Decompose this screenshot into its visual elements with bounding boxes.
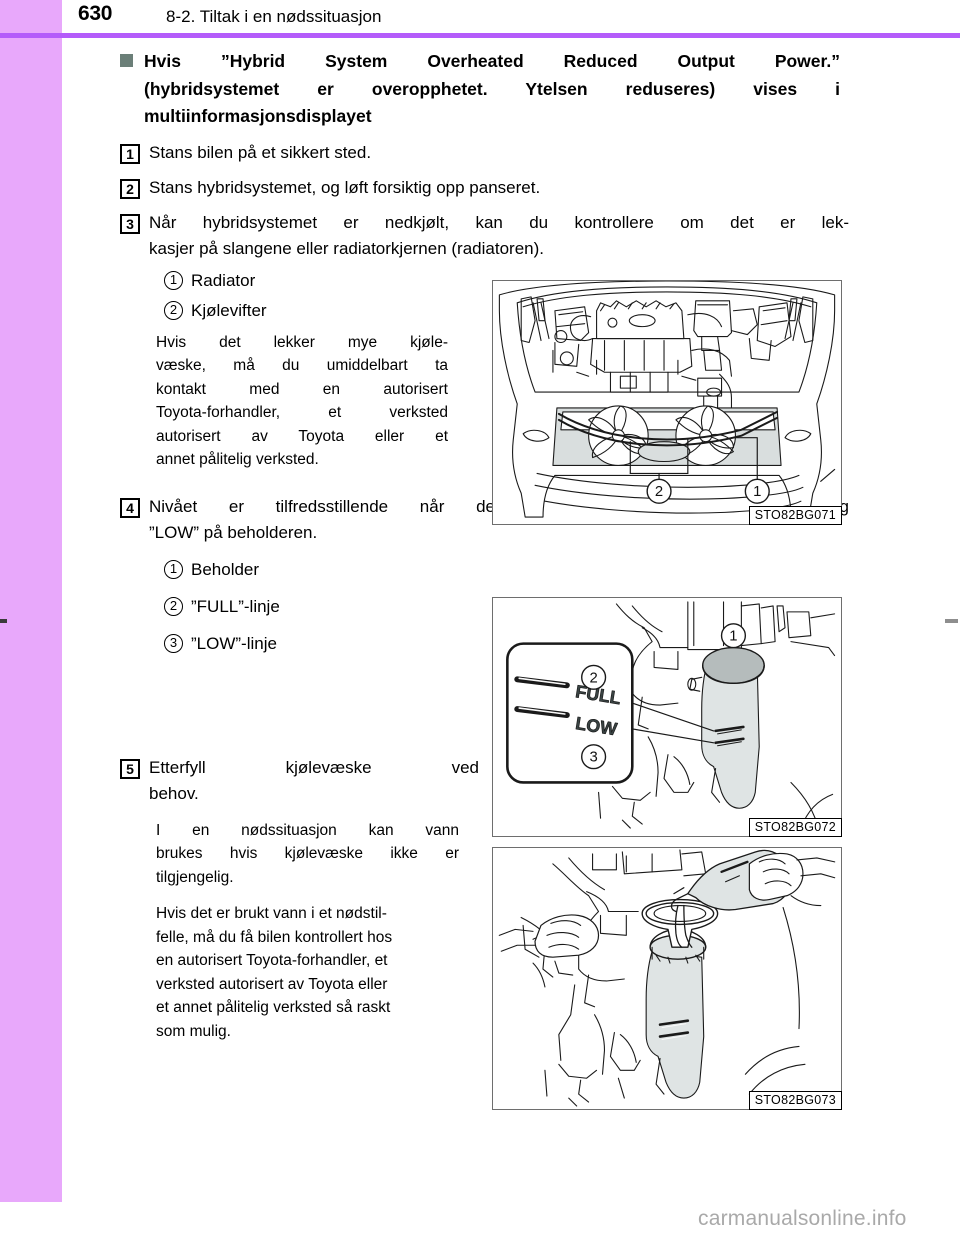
note-line: annet pålitelig verksted. (156, 451, 319, 468)
site-watermark: carmanualsonline.info (698, 1207, 907, 1230)
note-line: autorisert av Toyota eller et (156, 427, 448, 445)
step-number-badge: 2 (120, 178, 140, 199)
figure-code: STO82BG071 (748, 506, 842, 525)
note-line: Hvis det lekker mye kjøle- (156, 333, 448, 351)
step-text: Etterfyll kjølevæske ved behov. (149, 755, 479, 807)
note-line: kontakt med en autorisert (156, 380, 448, 398)
header-divider-rule (0, 33, 960, 38)
step-number-badge: 1 (120, 143, 140, 164)
figure-code: STO82BG072 (748, 818, 842, 837)
square-bullet-icon (120, 54, 133, 67)
callout-label: ”LOW”-linje (191, 633, 277, 653)
step-number-badge: 3 (120, 213, 140, 234)
figure-engine-bay: 2 1 STO82BG071 (492, 280, 842, 525)
figure-marker-2: 2 (655, 484, 663, 500)
page-edge-tab (0, 38, 62, 1202)
step-line: Når hybridsystemet er nedkjølt, kan du k… (149, 212, 849, 232)
callout-item: 2 Kjølevifter (164, 298, 850, 323)
note-paragraph: I en nødssituasjon kan vann brukes hvis … (156, 819, 459, 890)
note-line: brukes hvis kjølevæske ikke er (156, 845, 459, 862)
crop-mark-right (945, 619, 958, 623)
step-number-badge: 4 (120, 497, 140, 518)
page-number: 630 (78, 2, 113, 25)
step-text: Stans bilen på et sikkert sted. (149, 140, 849, 166)
section-heading: Hvis ”Hybrid System Overheated Reduced O… (120, 48, 850, 131)
callout-item: 1 Beholder (164, 557, 850, 582)
figure-marker-2: 2 (589, 670, 597, 686)
callout-number-badge: 1 (164, 270, 183, 290)
figure-code: STO82BG073 (748, 1091, 842, 1110)
callout-label: Beholder (191, 559, 260, 579)
figure-adding-coolant: STO82BG073 (492, 847, 842, 1110)
page-edge-tab-top (0, 0, 62, 34)
note-block-step-3: Hvis det lekker mye kjøle- væske, må du … (156, 331, 448, 472)
note-line: væske, må du umiddelbart ta (156, 357, 448, 374)
step-text: Stans hybridsystemet, og løft forsiktig … (149, 175, 849, 201)
step-3: 3 Når hybridsystemet er nedkjølt, kan du… (120, 210, 850, 262)
step-line: ”LOW” på beholderen. (149, 522, 318, 542)
note-line: Toyota-forhandler, et verksted (156, 404, 448, 421)
callout-number-badge: 3 (164, 633, 183, 653)
note-line: tilgjengelig. (156, 868, 234, 886)
section-heading-line-2: (hybridsystemet er overopphetet. Ytelsen… (144, 78, 840, 99)
callout-item: 2 ”FULL”-linje (164, 594, 850, 619)
page-header-title: 8-2. Tiltak i en nødssituasjon (166, 7, 382, 26)
callout-list-step-3: 1 Radiator 2 Kjølevifter (164, 268, 850, 323)
figure-marker-3: 3 (589, 750, 597, 766)
step-line: Etterfyll kjølevæske ved (149, 757, 479, 777)
callout-list-step-4: 1 Beholder 2 ”FULL”-linje 3 ”LOW”-linje (164, 557, 850, 656)
section-heading-text: Hvis ”Hybrid System Overheated Reduced O… (144, 48, 840, 131)
note-line: I en nødssituasjon kan vann (156, 821, 459, 839)
note-line: en autorisert Toyota-forhandler, et (156, 952, 388, 969)
note-line: felle, må du få bilen kontrollert hos (156, 928, 393, 946)
callout-label: Radiator (191, 270, 256, 290)
step-1: 1 Stans bilen på et sikkert sted. (120, 140, 850, 166)
figure-marker-1: 1 (729, 629, 737, 645)
step-line: Stans bilen på et sikkert sted. (149, 142, 372, 162)
step-text: Når hybridsystemet er nedkjølt, kan du k… (149, 210, 849, 262)
step-number-badge: 5 (120, 758, 140, 779)
callout-number-badge: 2 (164, 596, 183, 616)
callout-number-badge: 2 (164, 300, 183, 320)
step-5: 5 Etterfyll kjølevæske ved behov. (120, 755, 850, 807)
callout-item: 3 ”LOW”-linje (164, 631, 850, 656)
callout-number-badge: 1 (164, 559, 183, 579)
step-line: behov. (149, 783, 199, 803)
note-paragraph: Hvis det lekker mye kjøle- væske, må du … (156, 331, 448, 472)
step-2: 2 Stans hybridsystemet, og løft forsikti… (120, 175, 850, 201)
note-line: som mulig. (156, 1022, 231, 1040)
crop-mark-left (0, 619, 7, 623)
callout-label: Kjølevifter (191, 300, 267, 320)
note-block-step-5: I en nødssituasjon kan vann brukes hvis … (156, 819, 459, 1044)
step-line: Stans hybridsystemet, og løft forsiktig … (149, 177, 541, 197)
note-line: Hvis det er brukt vann i et nødstil- (156, 905, 387, 922)
callout-label: ”FULL”-linje (191, 596, 280, 616)
callout-item: 1 Radiator (164, 268, 850, 293)
section-heading-line-1: Hvis ”Hybrid System Overheated Reduced O… (144, 51, 840, 71)
note-line: et annet pålitelig verksted så raskt (156, 999, 391, 1016)
section-heading-line-3: multiinformasjonsdisplayet (144, 106, 372, 126)
note-paragraph: Hvis det er brukt vann i et nødstil- fel… (156, 902, 459, 1043)
step-line: kasjer på slangene eller radiatorkjernen… (149, 238, 544, 258)
note-line: verksted autorisert av Toyota eller (156, 975, 388, 993)
figure-coolant-reservoir: FULL LOW 2 3 1 STO82BG072 (492, 597, 842, 837)
figure-marker-1: 1 (753, 484, 761, 500)
